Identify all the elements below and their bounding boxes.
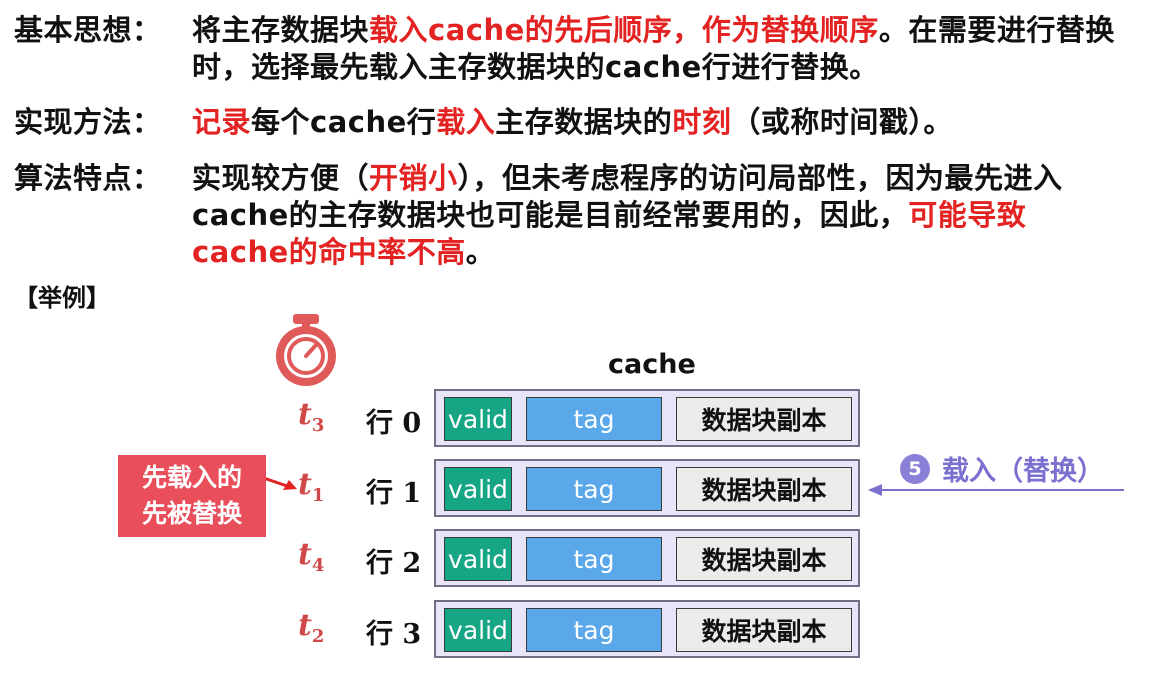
data-cell: 数据块副本 <box>676 537 852 581</box>
line-cn: 行 <box>366 619 393 650</box>
features-text: 实现较方便（开销小），但未考虑程序的访问局部性，因为最先进入cache的主存数据… <box>192 161 1063 269</box>
valid-cell: valid <box>444 608 512 652</box>
line-label: 行 0 <box>366 401 421 440</box>
time-var: t <box>298 397 312 432</box>
cache-title: cache <box>608 349 696 380</box>
tag-cell: tag <box>526 537 662 581</box>
line-num: 0 <box>402 408 422 439</box>
tag-cell: tag <box>526 608 662 652</box>
time-sub: 2 <box>311 626 325 647</box>
method-text: 记录每个cache行载入主存数据块的时刻（或称时间戳）。 <box>192 105 953 139</box>
load-note: 5 载入（替换） <box>900 449 1104 488</box>
line-num: 2 <box>402 548 422 579</box>
time-label: t1 <box>298 467 324 506</box>
load-label: 载入（替换） <box>942 456 1104 487</box>
basic-idea-term: 基本思想： <box>14 13 162 47</box>
time-label: t2 <box>298 608 324 647</box>
valid-cell: valid <box>444 397 512 441</box>
time-var: t <box>298 467 312 502</box>
line-label: 行 3 <box>366 612 421 651</box>
features-term: 算法特点： <box>14 161 162 195</box>
data-cell: 数据块副本 <box>676 467 852 511</box>
time-sub: 1 <box>311 485 325 506</box>
step-number-badge: 5 <box>900 453 930 484</box>
line-label: 行 2 <box>366 541 421 580</box>
time-label: t3 <box>298 397 324 436</box>
time-sub: 3 <box>311 415 325 436</box>
line-num: 1 <box>402 478 422 509</box>
fifo-note-line2: 先被替换 <box>141 499 242 528</box>
line-num: 3 <box>402 619 422 650</box>
load-arrow <box>868 484 1124 496</box>
line-label: 行 1 <box>366 471 421 510</box>
method-term: 实现方法： <box>14 105 162 139</box>
valid-cell: valid <box>444 467 512 511</box>
cache-line-row: valid tag 数据块副本 <box>434 529 860 587</box>
fifo-note: 先载入的 先被替换 <box>118 455 266 537</box>
line-cn: 行 <box>366 478 393 509</box>
data-cell: 数据块副本 <box>676 397 852 441</box>
line-cn: 行 <box>366 408 393 439</box>
fifo-note-line1: 先载入的 <box>141 463 242 492</box>
stopwatch-icon <box>276 314 336 386</box>
cache-line-row: valid tag 数据块副本 <box>434 600 860 658</box>
time-var: t <box>298 608 312 643</box>
line-cn: 行 <box>366 548 393 579</box>
valid-cell: valid <box>444 537 512 581</box>
cache-line-row: valid tag 数据块副本 <box>434 389 860 447</box>
basic-idea-text: 将主存数据块载入cache的先后顺序，作为替换顺序。在需要进行替换时，选择最先载… <box>192 13 1115 84</box>
time-var: t <box>298 537 312 572</box>
example-label: 【举例】 <box>14 284 110 312</box>
time-sub: 4 <box>311 555 325 576</box>
time-label: t4 <box>298 537 324 576</box>
data-cell: 数据块副本 <box>676 608 852 652</box>
tag-cell: tag <box>526 467 662 511</box>
tag-cell: tag <box>526 397 662 441</box>
cache-line-row: valid tag 数据块副本 <box>434 459 860 517</box>
